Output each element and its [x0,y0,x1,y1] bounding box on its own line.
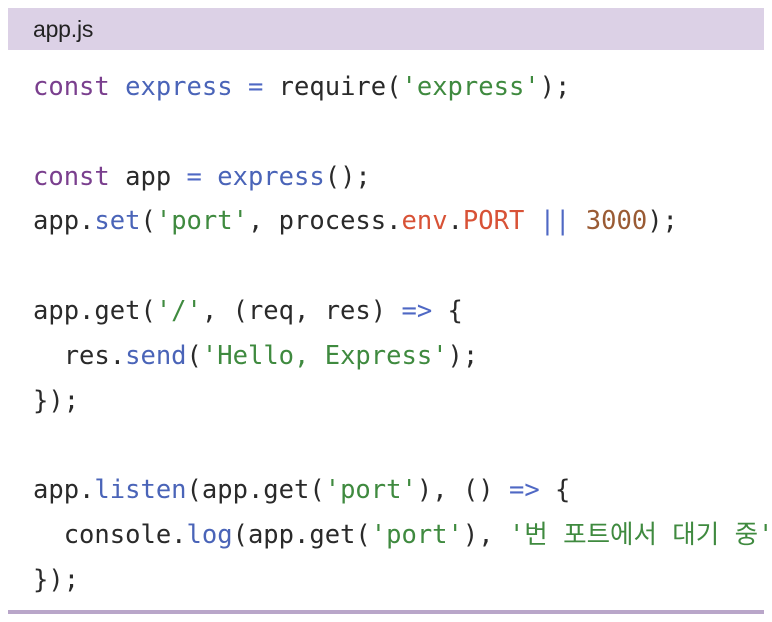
code-token: log [186,519,233,550]
code-token: 'port' [155,206,248,237]
code-token: send [125,340,187,371]
code-line: }); [33,379,764,424]
code-token: app. [33,206,95,237]
code-line [33,423,764,468]
code-token: . [447,206,463,237]
code-token: env [401,206,448,237]
code-line: app.get('/', (req, res) => { [33,289,764,334]
code-token: 'port' [324,475,417,506]
code-token: ( [140,206,156,237]
code-token: PORT [462,206,525,237]
code-token [110,72,125,102]
code-token: listen [94,475,187,506]
code-token: { [539,475,571,506]
code-line: app.listen(app.get('port'), () => { [33,468,764,513]
code-token: 'Hello, Express' [201,340,448,371]
code-token: (); [324,161,371,192]
code-token: { [432,295,463,326]
code-token: ); [647,206,678,237]
code-token: app. [33,475,95,506]
code-line: const express = require('express'); [33,65,764,110]
code-token: 'express' [401,72,540,102]
file-name-label: app.js [33,15,94,42]
code-token: => [508,475,540,506]
code-block: const express = require('express');const… [8,50,772,603]
code-token: const [33,72,110,102]
code-token: 'port' [370,519,463,550]
code-token: ( [386,72,402,102]
code-token: ), [462,519,509,550]
code-token [110,162,125,192]
code-token: = [171,161,218,192]
code-token: console. [33,519,187,550]
code-token: '번 포트에서 대기 중' [508,519,772,550]
code-line: const app = express(); [33,155,764,200]
code-token: ); [447,340,479,371]
code-token: express [217,161,325,192]
code-token: = [232,72,279,102]
code-token: 3000 [585,206,648,237]
code-token: , (req, res) [201,295,402,326]
code-token: const [33,161,110,192]
code-line [33,110,764,155]
code-token: , process. [247,206,402,237]
code-token: (app.get( [186,475,325,506]
code-token: ( [186,340,202,371]
code-token: express [125,72,233,102]
code-line: res.send('Hello, Express'); [33,334,764,379]
code-token: || [524,206,586,237]
code-token: '/' [155,295,202,326]
code-line: console.log(app.get('port'), '번 포트에서 대기 … [33,513,772,558]
code-line: }); [33,558,764,603]
code-token: (app.get( [232,519,371,550]
bottom-divider [8,610,764,614]
code-token: => [401,295,433,326]
code-token: set [94,206,141,237]
code-token: }); [33,564,80,595]
code-token: }); [33,385,80,416]
code-listing-card: app.js const express = require('express'… [8,8,772,614]
code-line [33,244,764,289]
code-token: ); [539,72,571,102]
code-token: app.get( [33,295,156,326]
file-name-header: app.js [8,8,764,50]
code-token: ), () [416,475,509,506]
code-token: res. [33,340,126,371]
code-token: require [278,72,387,102]
code-token: app [125,161,172,192]
code-line: app.set('port', process.env.PORT || 3000… [33,199,764,244]
